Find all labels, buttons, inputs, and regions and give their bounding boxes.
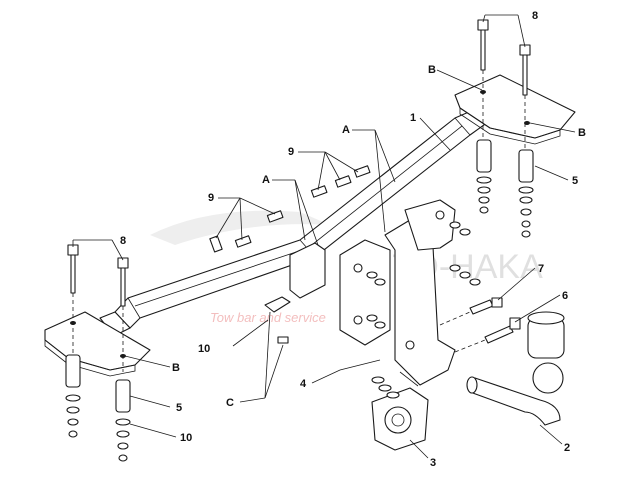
label-5-right: 5: [572, 175, 578, 187]
label-10-bottom: 10: [180, 432, 192, 444]
label-7: 7: [538, 263, 544, 275]
label-5-left: 5: [176, 402, 182, 414]
spacers-left: [65, 354, 131, 462]
bolts-8: [67, 19, 531, 372]
label-4: 4: [300, 378, 307, 390]
callout-labels: 8 8 B B B 1 5 5 6 7 4 2 3 9 9 A A 10 10 …: [120, 10, 586, 469]
clamp-bracket-c: [264, 242, 326, 344]
leader-lines: [72, 14, 576, 459]
label-8-top: 8: [532, 10, 538, 22]
label-b-right: B: [578, 127, 586, 139]
label-1: 1: [410, 112, 416, 124]
label-b-top: B: [428, 64, 436, 76]
electrical-socket: [371, 376, 429, 451]
label-c: C: [226, 397, 234, 409]
towball: [466, 311, 565, 426]
label-3: 3: [430, 457, 436, 469]
label-9-right: 9: [288, 146, 294, 158]
bolts-6-7: [439, 297, 521, 353]
spacers-right: [476, 139, 534, 238]
side-bracket: [339, 199, 481, 386]
label-8-left: 8: [120, 235, 126, 247]
watermark-car-logo: [150, 210, 330, 245]
right-mounting-plate: [454, 74, 576, 145]
label-2: 2: [564, 442, 570, 454]
label-6: 6: [562, 290, 568, 302]
label-9-left: 9: [208, 192, 214, 204]
label-a-right: A: [342, 124, 350, 136]
watermark-tagline: Tow bar and service: [210, 310, 326, 325]
label-a-left: A: [262, 174, 270, 186]
label-10-mid: 10: [198, 343, 210, 355]
label-b-left: B: [172, 362, 180, 374]
